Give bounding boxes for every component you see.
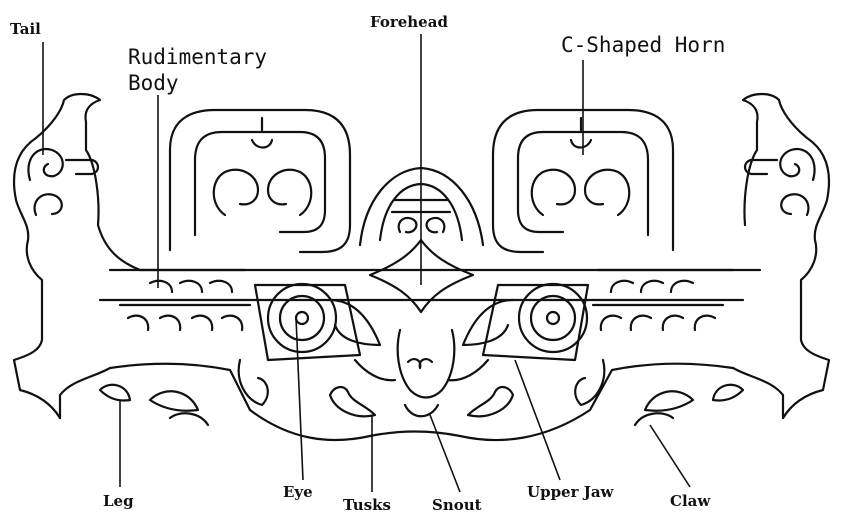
c-shaped-horn-left <box>170 110 350 252</box>
label-eye: Eye <box>283 483 313 501</box>
label-c-shaped-horn: C-Shaped Horn <box>561 33 725 57</box>
label-rudimentary-body-line1: Rudimentary <box>128 45 267 69</box>
label-tail: Tail <box>10 20 41 38</box>
eye-leader <box>296 318 303 480</box>
tail-right <box>745 149 815 215</box>
labels: Tail Rudimentary Body Forehead C-Shaped … <box>10 13 725 514</box>
upper-jaw-left <box>239 360 395 405</box>
snout-leader <box>430 415 460 492</box>
claw-left <box>150 391 208 425</box>
eye-left <box>255 284 380 360</box>
leader-lines <box>43 34 690 492</box>
label-tusks: Tusks <box>343 496 391 514</box>
claw-leader <box>650 425 690 487</box>
tail-left <box>28 149 98 215</box>
label-rudimentary-body-line2: Body <box>128 71 179 95</box>
label-leg: Leg <box>103 492 134 510</box>
claw-right <box>635 391 693 425</box>
eye-right <box>463 284 588 360</box>
label-claw: Claw <box>670 492 711 510</box>
upper-jaw-right <box>448 360 604 405</box>
label-forehead: Forehead <box>370 13 448 31</box>
label-upper-jaw: Upper Jaw <box>527 483 615 501</box>
tusks <box>330 387 513 416</box>
snout <box>398 330 455 416</box>
label-snout: Snout <box>432 496 482 514</box>
upper-jaw-leader <box>515 360 560 480</box>
leg-right <box>713 368 783 418</box>
